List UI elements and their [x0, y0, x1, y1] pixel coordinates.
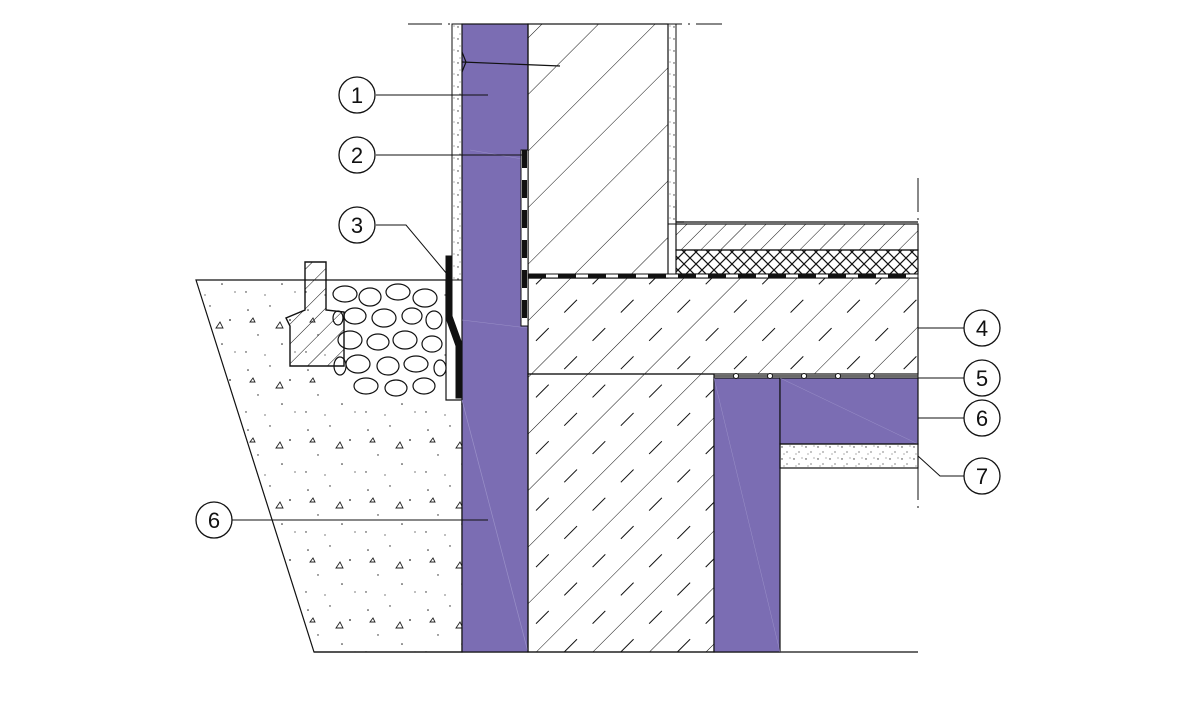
svg-text:6: 6: [976, 406, 988, 431]
leader-lines: [232, 94, 964, 521]
svg-text:4: 4: [976, 316, 988, 341]
callout-4: 4: [963, 309, 1001, 347]
horizontal-waterproofing: [527, 273, 919, 279]
impact-insulation-layer: [675, 249, 919, 275]
floor-slab: [527, 277, 919, 375]
svg-text:3: 3: [351, 213, 363, 238]
callout-3: 3: [338, 206, 376, 244]
insulation-anchor: [461, 61, 561, 67]
perimeter-insulation-wall: [461, 23, 529, 653]
vertical-waterproofing: [520, 149, 529, 327]
callout-6-right: 6: [963, 399, 1001, 437]
svg-text:2: 2: [351, 143, 363, 168]
blinding-layer: [779, 443, 919, 469]
separation-layer: [714, 373, 918, 379]
screed-layer: [675, 223, 919, 251]
svg-text:5: 5: [976, 366, 988, 391]
interior-plaster: [667, 23, 677, 225]
callout-2: 2: [338, 136, 376, 174]
edge-curb-stone: [285, 261, 345, 367]
svg-text:7: 7: [976, 464, 988, 489]
callout-1: 1: [338, 76, 376, 114]
callout-5: 5: [963, 359, 1001, 397]
foundation-wall: [527, 373, 715, 653]
svg-text:1: 1: [351, 83, 363, 108]
gravel-drainage: [326, 282, 447, 398]
plinth-sealing: [445, 255, 463, 399]
masonry-wall: [527, 23, 669, 279]
exterior-render: [451, 23, 463, 281]
svg-text:6: 6: [208, 508, 220, 533]
callout-7: 7: [963, 457, 1001, 495]
callout-6-left: 6: [195, 501, 233, 539]
